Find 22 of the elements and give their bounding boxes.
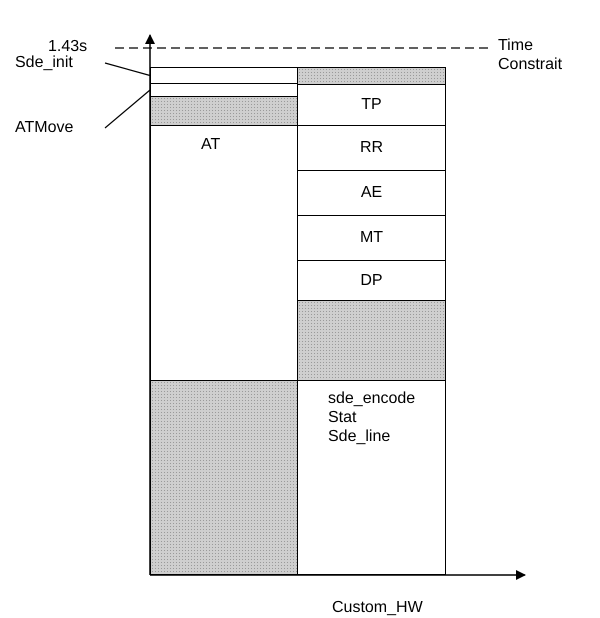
shaded-segment: [150, 96, 298, 126]
shaded-segment: [297, 300, 446, 381]
leader-line: [104, 90, 150, 128]
leader-line: [104, 62, 150, 76]
segment-label: MT: [360, 229, 384, 247]
segment-label: Sde_line: [328, 427, 390, 446]
bar-segment: [150, 67, 298, 84]
shaded-segment: [297, 67, 446, 85]
segment-label: DP: [360, 272, 383, 290]
bar-segment: [297, 380, 446, 575]
shaded-segment: [150, 380, 298, 575]
axis-category-label: Custom_HW: [332, 598, 423, 617]
segment-label: Stat: [328, 408, 356, 427]
segment-label: sde_encode: [328, 389, 416, 408]
segment-label: AT: [201, 136, 220, 154]
leader-label: ATMove: [15, 118, 105, 138]
leader-label: Sde_init: [15, 53, 105, 73]
note: Time Constrait: [498, 36, 564, 74]
segment-label: TP: [361, 96, 382, 114]
value-label: 1.43s: [48, 37, 88, 55]
segment-label: AE: [360, 184, 382, 202]
segment-label: RR: [360, 139, 384, 157]
